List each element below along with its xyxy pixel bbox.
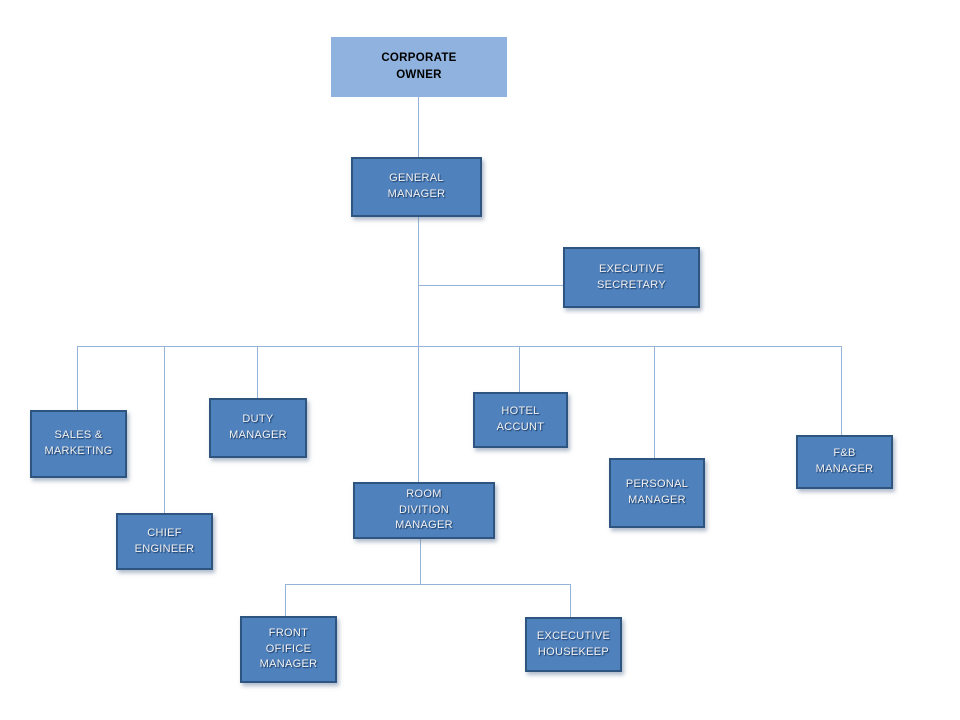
node-executive-housekeeper-label: EXCECUTIVE HOUSEKEEP <box>536 629 611 658</box>
node-general-manager-label: GENERAL MANAGER <box>387 172 446 200</box>
node-corporate-owner-label: CORPORATE OWNER <box>381 52 457 81</box>
node-front-office-manager-label: FRONT OFIFICE MANAGER <box>259 626 318 671</box>
node-personal-manager: PERSONAL MANAGER <box>609 458 705 528</box>
node-general-manager: GENERAL MANAGER <box>351 157 482 217</box>
connector-gm-to-bus <box>418 217 419 346</box>
connector-room-to-bus2 <box>420 539 421 584</box>
connector-drop-fb <box>841 346 842 435</box>
node-corporate-owner: CORPORATE OWNER <box>331 37 507 97</box>
connector-drop-room <box>418 346 419 482</box>
connector-drop-housekeeper <box>570 584 571 617</box>
node-front-office-manager: FRONT OFIFICE MANAGER <box>240 616 337 683</box>
connector-drop-chief <box>164 346 165 513</box>
node-executive-housekeeper: EXCECUTIVE HOUSEKEEP <box>525 617 622 672</box>
node-room-division-manager-label: ROOM DIVITION MANAGER <box>395 487 453 532</box>
node-fb-manager-label: F&B MANAGER <box>815 447 874 475</box>
node-fb-manager: F&B MANAGER <box>796 435 893 489</box>
node-hotel-accountant-label: HOTEL ACCUNT <box>496 405 545 433</box>
node-personal-manager-label: PERSONAL MANAGER <box>625 478 689 506</box>
node-chief-engineer: CHIEF ENGINEER <box>116 513 213 570</box>
node-sales-marketing-label: SALES & MARKETING <box>44 429 113 457</box>
connector-drop-personal <box>654 346 655 458</box>
node-executive-secretary: EXECUTIVE SECRETARY <box>563 247 700 308</box>
node-hotel-accountant: HOTEL ACCUNT <box>473 392 568 448</box>
connector-drop-hotel <box>519 346 520 392</box>
node-duty-manager-label: DUTY MANAGER <box>229 413 287 441</box>
node-chief-engineer-label: CHIEF ENGINEER <box>134 526 195 555</box>
connector-sub-bus <box>285 584 571 585</box>
node-duty-manager: DUTY MANAGER <box>209 398 307 458</box>
connector-drop-front-office <box>285 584 286 616</box>
node-sales-marketing: SALES & MARKETING <box>30 410 127 478</box>
node-executive-secretary-label: EXECUTIVE SECRETARY <box>597 262 666 291</box>
node-room-division-manager: ROOM DIVITION MANAGER <box>353 482 495 539</box>
connector-drop-duty <box>257 346 258 398</box>
connector-owner-to-gm <box>418 97 419 157</box>
connector-drop-sales <box>77 346 78 410</box>
connector-main-bus <box>77 346 841 347</box>
connector-gm-to-secretary <box>418 285 563 286</box>
